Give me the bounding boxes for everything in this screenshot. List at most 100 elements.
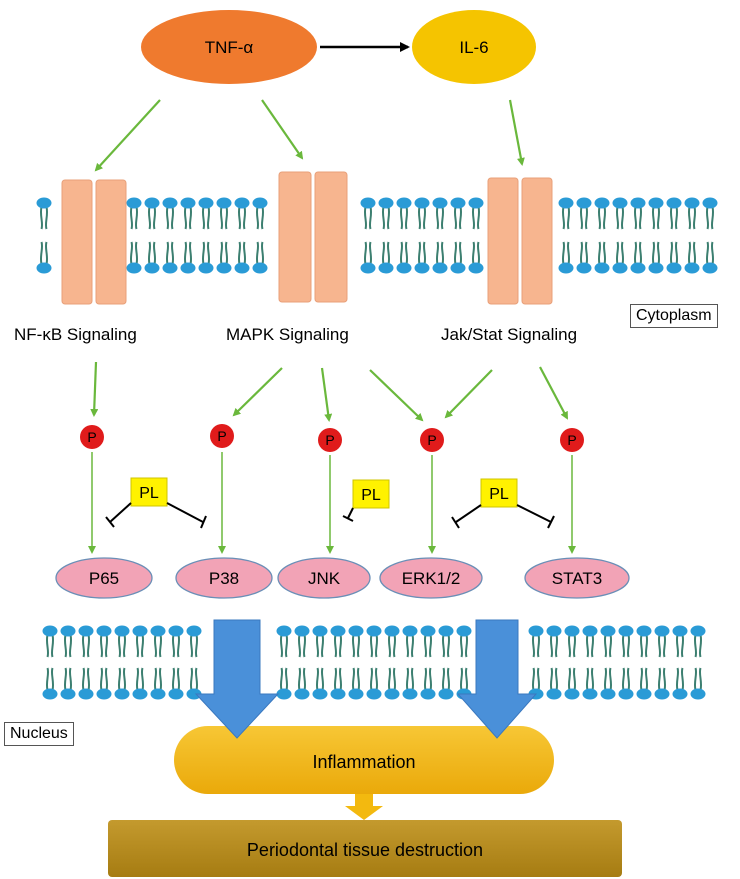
lipid-head — [312, 625, 328, 637]
svg-text:PL: PL — [361, 487, 381, 504]
cytoplasm-label: Cytoplasm — [630, 304, 718, 328]
lipid-head — [564, 688, 580, 700]
lipid-tail — [104, 634, 109, 658]
lipid-head — [330, 688, 346, 700]
lipid-tail — [165, 206, 170, 230]
il6-node — [412, 10, 536, 84]
phospho-erk: P — [420, 428, 444, 452]
lipid-tail — [338, 634, 343, 658]
lipid-tail — [189, 634, 194, 658]
lipid-tail — [284, 634, 289, 658]
lipid-tail — [440, 241, 445, 265]
lipid-tail — [602, 241, 607, 265]
lipid-head — [654, 625, 670, 637]
svg-text:P: P — [87, 429, 96, 445]
lipid-head — [582, 688, 598, 700]
lipid-tail — [86, 634, 91, 658]
lipid-head — [180, 197, 196, 209]
lipid-tail — [117, 667, 122, 691]
lipid-head — [600, 688, 616, 700]
lipid-tail — [386, 241, 391, 265]
nfkb-signaling-label: NF-κB Signaling — [14, 325, 137, 344]
lipid-tail — [387, 667, 392, 691]
lipid-tail — [615, 206, 620, 230]
lipid-tail — [171, 634, 176, 658]
lipid-tail — [692, 241, 697, 265]
lipid-tail — [476, 241, 481, 265]
lipid-head — [468, 262, 484, 274]
lipid-tail — [440, 206, 445, 230]
phospho-p38: P — [210, 424, 234, 448]
lipid-tail — [117, 634, 122, 658]
nucleus-label: Nucleus — [4, 722, 74, 746]
lipid-head — [546, 688, 562, 700]
lipid-tail — [122, 667, 127, 691]
lipid-head — [384, 625, 400, 637]
lipid-tail — [644, 667, 649, 691]
lipid-tail — [657, 634, 662, 658]
lipid-tail — [320, 667, 325, 691]
lipid-tail — [428, 634, 433, 658]
lipid-tail — [255, 241, 260, 265]
lipid-head — [360, 197, 376, 209]
lipid-tail — [158, 667, 163, 691]
lipid-head — [456, 625, 472, 637]
lipid-tail — [417, 206, 422, 230]
lipid-tail — [705, 206, 710, 230]
lipid-tail — [620, 206, 625, 230]
lipid-tail — [458, 206, 463, 230]
lipid-tail — [464, 634, 469, 658]
lipid-tail — [44, 206, 49, 230]
lipid-tail — [315, 667, 320, 691]
lipid-tail — [176, 634, 181, 658]
lipid-tail — [201, 206, 206, 230]
lipid-head — [276, 625, 292, 637]
lipid-tail — [122, 634, 127, 658]
lipid-tail — [669, 206, 674, 230]
lipid-tail — [99, 667, 104, 691]
lipid-tail — [633, 206, 638, 230]
lipid-head — [168, 625, 184, 637]
lipid-tail — [476, 206, 481, 230]
lipid-tail — [81, 634, 86, 658]
lipid-tail — [194, 667, 199, 691]
lipid-head — [402, 688, 418, 700]
lipid-head — [576, 262, 592, 274]
lipid-tail — [338, 667, 343, 691]
lipid-tail — [333, 634, 338, 658]
lipid-head — [438, 625, 454, 637]
lipid-tail — [50, 667, 55, 691]
lipid-tail — [194, 634, 199, 658]
lipid-head — [402, 625, 418, 637]
lipid-tail — [549, 634, 554, 658]
lipid-tail — [183, 206, 188, 230]
lipid-head — [648, 197, 664, 209]
activation-arrows — [88, 99, 576, 554]
lipid-tail — [554, 634, 559, 658]
lipid-tail — [260, 206, 265, 230]
lipid-tail — [176, 667, 181, 691]
mapk-signaling-label: MAPK Signaling — [226, 325, 349, 344]
lipid-tail — [356, 634, 361, 658]
lipid-tail — [458, 241, 463, 265]
lipid-head — [684, 197, 700, 209]
lipid-tail — [638, 206, 643, 230]
lipid-tail — [620, 241, 625, 265]
svg-text:STAT3: STAT3 — [552, 569, 602, 588]
lipid-tail — [404, 206, 409, 230]
lipid-head — [384, 688, 400, 700]
lipid-tail — [410, 634, 415, 658]
lipid-tail — [597, 241, 602, 265]
lipid-tail — [531, 667, 536, 691]
lipid-tail — [549, 667, 554, 691]
lipid-tail — [603, 667, 608, 691]
lipid-tail — [224, 206, 229, 230]
lipid-tail — [639, 667, 644, 691]
lipid-head — [150, 688, 166, 700]
lipid-tail — [242, 206, 247, 230]
lipid-tail — [567, 634, 572, 658]
lipid-tail — [446, 634, 451, 658]
lipid-head — [528, 625, 544, 637]
lipid-head — [612, 197, 628, 209]
lipid-head — [114, 688, 130, 700]
